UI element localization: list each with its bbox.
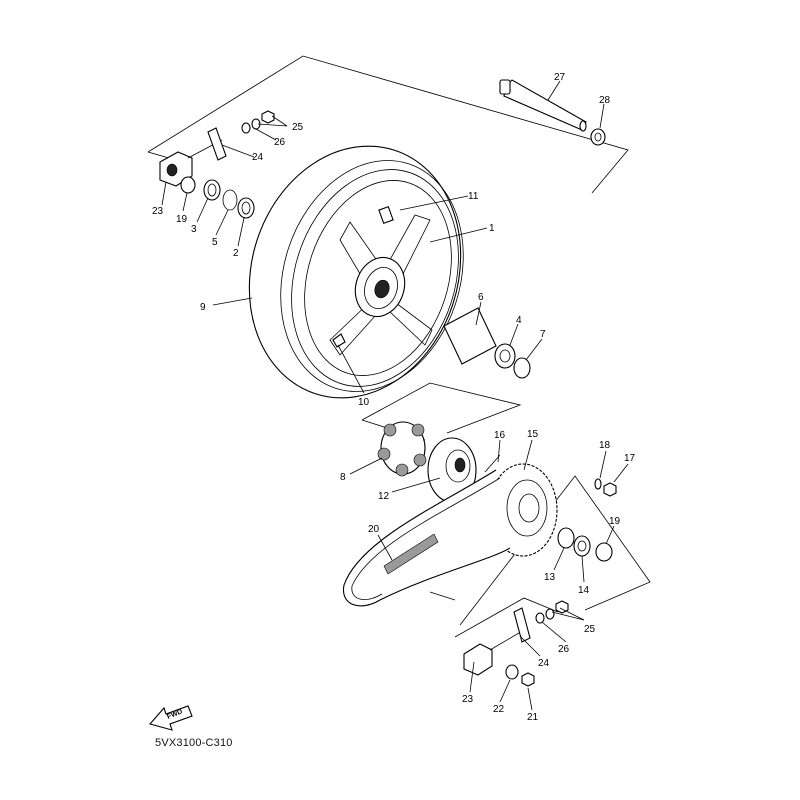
washer-18[interactable] xyxy=(594,478,602,490)
callout-1[interactable]: 1 xyxy=(489,223,495,234)
callout-27[interactable]: 27 xyxy=(554,72,566,83)
washer-22[interactable] xyxy=(505,664,519,680)
leader-lines xyxy=(161,80,629,711)
callout-24-upper[interactable]: 24 xyxy=(252,152,264,163)
callout-3[interactable]: 3 xyxy=(191,224,197,235)
callout-9[interactable]: 9 xyxy=(200,302,206,313)
adjuster-plate-lower[interactable] xyxy=(513,607,531,643)
callout-12[interactable]: 12 xyxy=(378,491,390,502)
chain-puller-left-upper[interactable] xyxy=(159,139,223,187)
bearing-14[interactable] xyxy=(573,535,591,557)
callout-17[interactable]: 17 xyxy=(624,453,636,464)
callout-24-lower[interactable]: 24 xyxy=(538,658,550,669)
wheel-rim[interactable] xyxy=(281,161,476,394)
chain-puller-left-lower[interactable] xyxy=(463,629,525,676)
callout-25-upper[interactable]: 25 xyxy=(292,122,304,133)
callout-20[interactable]: 20 xyxy=(368,524,380,535)
callout-28[interactable]: 28 xyxy=(599,95,611,106)
hub-spacer[interactable] xyxy=(443,307,497,365)
callout-23-lower[interactable]: 23 xyxy=(462,694,474,705)
nut-21[interactable] xyxy=(521,672,535,687)
callout-labels: 1 2 3 4 5 6 7 8 9 10 11 12 13 14 15 16 1… xyxy=(152,72,636,723)
balance-weight[interactable] xyxy=(378,206,394,224)
callout-15[interactable]: 15 xyxy=(527,429,539,440)
collar-19-lower[interactable] xyxy=(595,542,613,562)
rear-axle[interactable] xyxy=(499,79,587,132)
collar-19-upper[interactable] xyxy=(180,176,196,194)
callout-8[interactable]: 8 xyxy=(340,472,346,483)
collar-7[interactable] xyxy=(513,357,531,379)
bearing-4[interactable] xyxy=(494,343,516,369)
bearing-2[interactable] xyxy=(237,197,255,219)
callout-14[interactable]: 14 xyxy=(578,585,590,596)
adjuster-plate-upper[interactable] xyxy=(207,127,227,161)
callout-11[interactable]: 11 xyxy=(468,191,479,202)
clutch-hub[interactable] xyxy=(427,437,477,503)
stud-bolt-16[interactable] xyxy=(484,454,501,473)
callout-25-lower[interactable]: 25 xyxy=(584,624,596,635)
circlip-5[interactable] xyxy=(222,189,238,211)
callout-5[interactable]: 5 xyxy=(212,237,218,248)
valve-stem[interactable] xyxy=(332,333,346,348)
rear-tire[interactable] xyxy=(217,118,492,425)
callout-22[interactable]: 22 xyxy=(493,704,505,715)
diagram-code: 5VX3100-C310 xyxy=(155,737,233,749)
oil-seal-13[interactable] xyxy=(557,527,575,549)
hub-damper[interactable] xyxy=(377,421,427,477)
callout-7[interactable]: 7 xyxy=(540,329,546,340)
callout-26-lower[interactable]: 26 xyxy=(558,644,570,655)
callout-2[interactable]: 2 xyxy=(233,248,239,259)
oil-seal-3[interactable] xyxy=(203,179,221,201)
callout-18[interactable]: 18 xyxy=(599,440,611,451)
callout-19-lower[interactable]: 19 xyxy=(609,516,621,527)
nut-17[interactable] xyxy=(603,482,617,497)
callout-19-upper[interactable]: 19 xyxy=(176,214,188,225)
callout-26-upper[interactable]: 26 xyxy=(274,137,286,148)
fwd-arrow-icon: FWD xyxy=(149,705,193,731)
callout-6[interactable]: 6 xyxy=(478,292,484,303)
callout-16[interactable]: 16 xyxy=(494,430,506,441)
callout-4[interactable]: 4 xyxy=(516,315,522,326)
nut-washer-lower[interactable] xyxy=(535,600,569,624)
callout-13[interactable]: 13 xyxy=(544,572,556,583)
callout-21[interactable]: 21 xyxy=(527,712,539,723)
drive-chain[interactable] xyxy=(342,469,511,607)
nut-washer-upper[interactable] xyxy=(241,110,275,134)
callout-23-upper[interactable]: 23 xyxy=(152,206,164,217)
callout-10[interactable]: 10 xyxy=(358,397,370,408)
axle-washer[interactable] xyxy=(590,128,606,146)
